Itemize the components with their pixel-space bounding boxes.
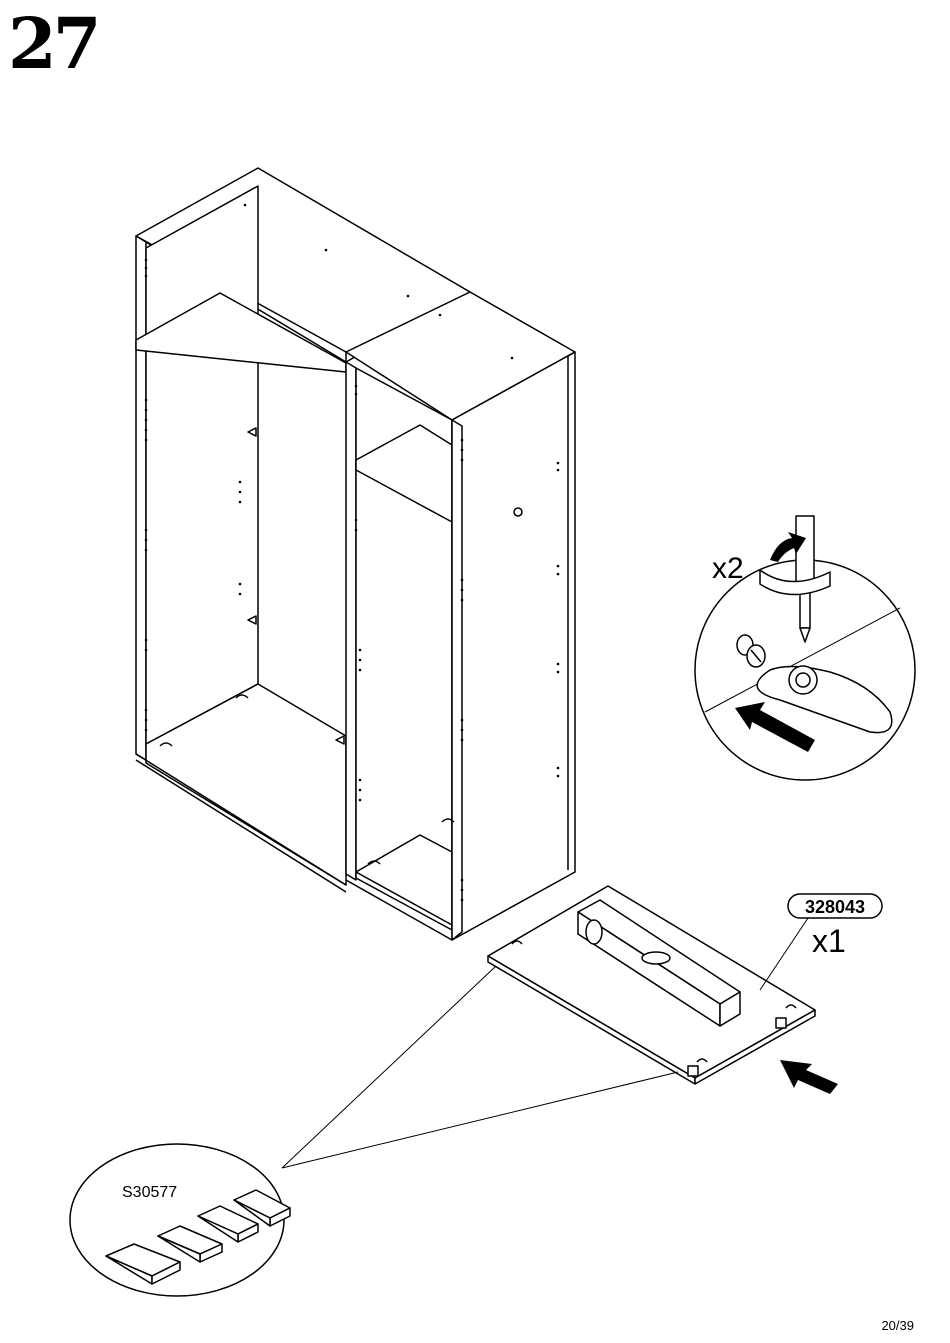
page-number: 20/39 [881, 1318, 914, 1333]
wardrobe-carcass [136, 168, 575, 940]
screw-qty-label: x2 [712, 552, 744, 585]
part-qty: x1 [812, 923, 846, 959]
hardware-code: S30577 [122, 1184, 177, 1201]
bottom-panel [488, 886, 838, 1094]
part-number: 328043 [805, 897, 865, 917]
